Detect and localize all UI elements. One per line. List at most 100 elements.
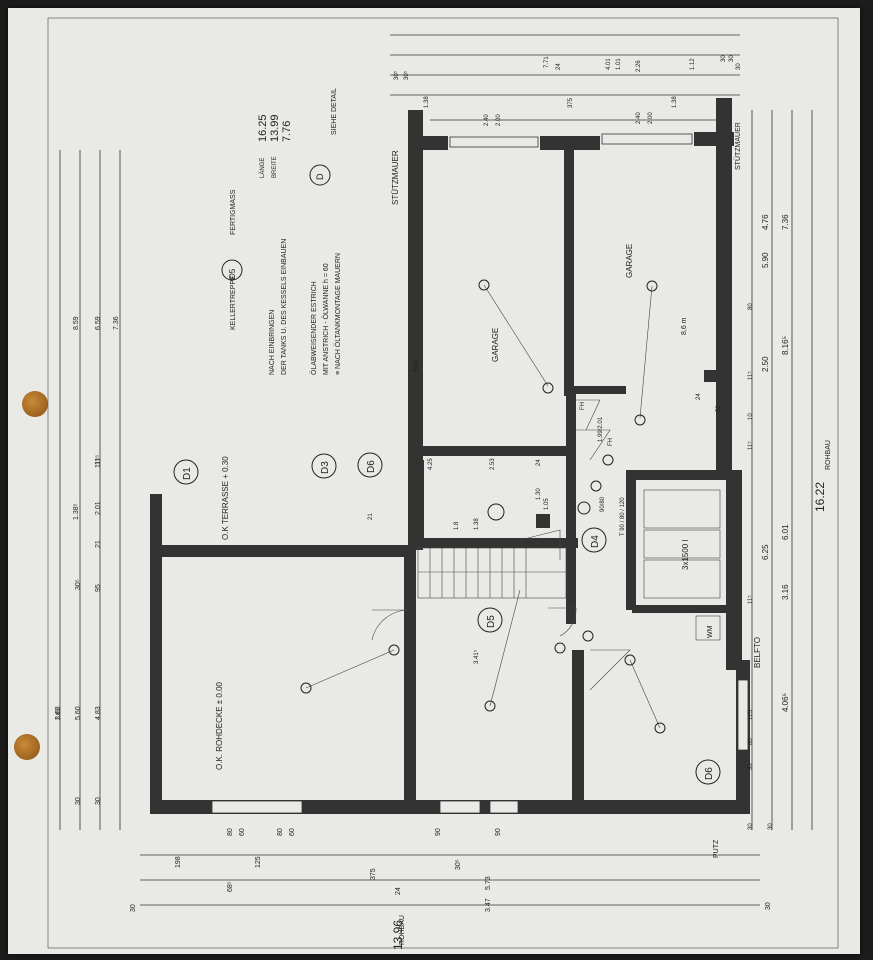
garage-door-2 (601, 133, 693, 145)
label-tank: 3x1500 l (681, 540, 690, 570)
right_small-label: 80 (748, 303, 754, 310)
bottom_row-label: 375 (370, 868, 377, 880)
left_row-label: 4.83 (95, 706, 102, 720)
dims-inner: 6.993.41⁵2.534.251.381.821241.3090/801.9… (368, 360, 606, 664)
chimney (536, 514, 550, 528)
label-d4: D4 (590, 535, 601, 548)
wall-east-mid (726, 470, 742, 670)
punch-hole-bottom (14, 734, 40, 760)
label-fh-1: FH (608, 438, 614, 446)
top_row-label: 2.26 (636, 60, 642, 72)
bottom_row-label: 30 (130, 904, 137, 912)
right_small-label: 1.63 (56, 708, 62, 720)
left_row-label: 2.01 (95, 501, 102, 515)
legend-der-tanks: DER TANKS U. DES KESSELS EINBAUEN (281, 239, 288, 375)
inner-label: 1.99/2.01 (598, 416, 604, 442)
label-stuetzmauer-right: STÜTZMAUER (734, 122, 742, 170)
legend-nach-oeltank: ≡ NACH ÖLTANKMONTAGE MAUERN (334, 253, 342, 375)
bottom_row-label: 5.73 (485, 876, 492, 890)
label-belfto: BELFTO (753, 637, 762, 668)
label-fh-2: FH (580, 402, 586, 410)
bottom_row-label: 198 (175, 856, 182, 868)
wall-pillar (704, 370, 722, 382)
label-rohbau-right: ROHBAU (825, 440, 832, 470)
legend-d5-symbol: D5 (228, 268, 237, 279)
label-garage-1: GARAGE (491, 328, 500, 362)
right_row-label: 8.16⁵ (781, 336, 790, 355)
inner-label: 4.25 (428, 458, 434, 470)
window-east (737, 679, 749, 751)
wall-boiler-left (416, 460, 424, 540)
wall-garage-divider (564, 146, 574, 396)
right_small-label: 125 (748, 709, 754, 720)
top_row-label: 1.12 (690, 58, 696, 70)
window-1 (211, 800, 303, 814)
legend-breite-value-2: 7.76 (281, 121, 293, 142)
top_row-label: 1.38 (424, 96, 430, 108)
inner-label: 21 (368, 513, 374, 520)
bottom_row-label: 30⁵ (455, 859, 462, 870)
label-putz: PUTZ (713, 839, 720, 858)
top_row-label: 2.40 (484, 114, 490, 126)
inner-label: 1.38 (474, 518, 480, 530)
oil-tanks (643, 489, 721, 641)
sheet-frame (47, 17, 839, 949)
legend-kellertreppe: KELLERTREPPE (230, 275, 237, 330)
bottom_row-label: 60 (239, 828, 246, 836)
right_row-label: 3.16 (781, 584, 790, 600)
bottom_row-label: 24 (395, 887, 402, 895)
left_row-label: 11⁵ (95, 458, 102, 468)
left_row-label: 8.59 (73, 316, 80, 330)
label-ok-terrasse: O.K TERRASSE + 0.30 (221, 456, 230, 540)
right_small-label: 24 (696, 393, 702, 400)
punch-hole-top (22, 391, 48, 417)
legend-breite-value-1: 13.99 (269, 114, 281, 142)
doors (371, 399, 631, 691)
bottom_row-label: 30 (765, 902, 772, 910)
inner-label: 1.30 (536, 488, 542, 500)
wall-terrace (162, 545, 412, 557)
inner-label: 6.99 (414, 360, 420, 372)
legend-laenge-value: 16.25 (257, 114, 269, 142)
legend-nach-einbringen: NACH EINBRINGEN (269, 310, 276, 375)
label-rohbau-bottom: ROHBAU (399, 915, 406, 945)
label-garage-2: GARAGE (625, 244, 634, 278)
wall-stuetzmauer-right (716, 98, 732, 478)
top_row-label: 30 (721, 55, 727, 62)
dim-overall-right: 16.22 (813, 482, 827, 512)
window-3 (489, 800, 519, 814)
wall-tank-bottom (632, 605, 732, 613)
right_small-label: 50 (716, 405, 722, 412)
right_small-label: 11⁵ (747, 595, 754, 604)
left_row-label: 1.38⁵ (73, 503, 80, 520)
wall-fh-top (566, 386, 626, 394)
wall-garage-top-a (418, 136, 448, 150)
wall-tank-left (626, 480, 636, 610)
right_small-label: 10 (748, 413, 754, 420)
room-labels: STÜTZMAUER STÜTZMAUER GARAGE GARAGE O.K … (173, 122, 832, 945)
left_row-label: 30 (95, 797, 102, 805)
garage-door-1 (449, 136, 539, 148)
inner-label: 3.41⁵ (473, 649, 480, 664)
label-tueren: T 90 / 80 / 120 (620, 497, 626, 536)
top_row-label: 2.00 (496, 114, 502, 126)
bottom_row-label: 90 (435, 828, 442, 836)
label-d1: D1 (182, 467, 193, 480)
left_row-label: 11⁵ (95, 455, 102, 465)
windows (211, 133, 749, 814)
wall-stuetzmauer-left (408, 110, 423, 550)
top_row-label: 7.71 (544, 56, 550, 68)
wall-garage1-bottom (418, 446, 568, 456)
right_small-label: 80 (748, 738, 754, 745)
bottom_row-label: 60 (289, 828, 296, 836)
legend-oelabweisender: ÖLABWEISENDER ESTRICH (310, 281, 318, 375)
top_row-label: 1.01 (616, 58, 622, 70)
label-stuetzmauer-left: STÜTZMAUER (391, 150, 400, 205)
legend-mit-anstrich: MIT ANSTRICH - ÖLWANNE h = 60 (322, 263, 330, 375)
right_small-label: 11⁵ (747, 441, 754, 450)
right_row-label: 7.36 (781, 214, 790, 230)
label-ok-rohdecke: O.K. ROHDECKE ± 0.00 (215, 681, 224, 770)
